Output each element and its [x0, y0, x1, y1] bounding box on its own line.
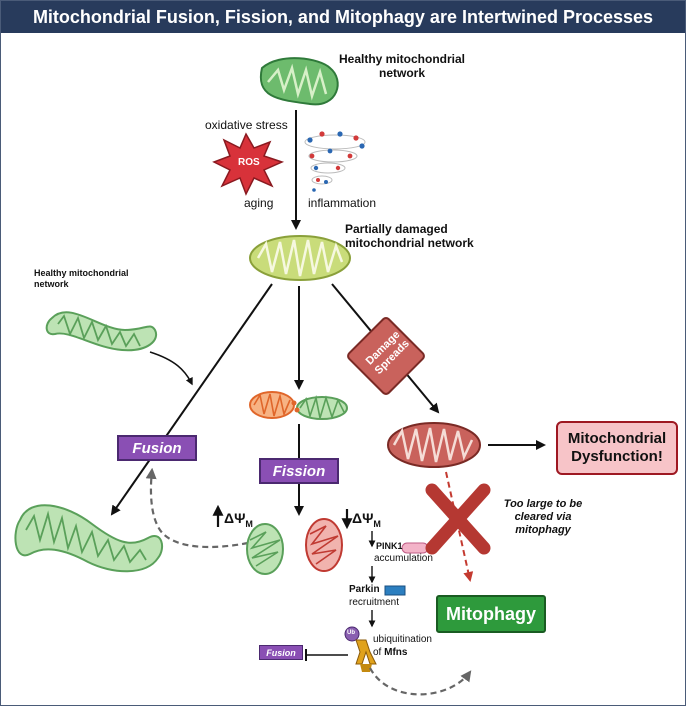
inflammation-tornado-icon — [304, 131, 366, 192]
fusion-box: Fusion — [117, 435, 197, 461]
damaged-mitochondrion — [387, 422, 481, 468]
blocked-x-icon — [425, 483, 491, 555]
dashed-arrow-healthy-to-fusion — [145, 467, 249, 549]
label-delta-psi-low: ΔΨM — [352, 510, 381, 529]
label-parkin: Parkin — [349, 584, 380, 595]
label-too-large: Too large to be cleared via mitophagy — [503, 498, 583, 536]
label-healthy-network-top: Healthy mitochondrial network — [338, 52, 466, 80]
label-recruitment: recruitment — [349, 597, 400, 608]
label-ub: Ub — [347, 630, 355, 636]
label-pink1: PINK1 — [376, 541, 403, 551]
label-delta-psi-high: ΔΨM — [224, 510, 253, 529]
healthy-mitochondrion-left — [45, 311, 158, 352]
label-partially-damaged: Partially damaged mitochondrial network — [345, 222, 474, 250]
partially-damaged-mitochondrion — [249, 235, 351, 281]
mitochondrial-dysfunction-box: Mitochondrial Dysfunction! — [556, 421, 678, 475]
fission-mitochondria-pair — [249, 391, 348, 420]
parkin-protein-icon — [384, 585, 406, 596]
fission-box: Fission — [259, 458, 339, 484]
label-ros: ROS — [238, 157, 260, 168]
ros-starburst — [212, 132, 285, 196]
arrow-healthy-to-fusion — [149, 351, 193, 386]
damage-spreads-box — [347, 317, 425, 395]
label-inflammation: inflammation — [308, 196, 377, 210]
label-accumulation: accumulation — [374, 553, 433, 564]
label-ubiquitination: ubiquitination — [373, 634, 432, 645]
fusion-small-box: Fusion — [259, 645, 303, 660]
healthy-daughter-mitochondrion — [246, 523, 284, 575]
arrow-to-fusion-left — [110, 283, 273, 516]
label-oxidative-stress: oxidative stress — [205, 118, 288, 132]
figure-title: Mitochondrial Fusion, Fission, and Mitop… — [1, 1, 685, 33]
fused-mitochondrion-large — [14, 504, 164, 573]
label-healthy-network-left: Healthy mitochondrial network — [34, 268, 129, 289]
damaged-daughter-mitochondrion — [305, 518, 343, 572]
label-aging: aging — [244, 196, 274, 210]
mitophagy-box: Mitophagy — [436, 595, 546, 633]
healthy-mitochondrion-top — [259, 57, 339, 106]
dashed-arrow-to-mitophagy — [369, 667, 472, 696]
ubiquitinated-mfn-icon — [344, 626, 377, 672]
pink1-protein-icon — [401, 542, 429, 554]
label-ubiquitination-of: of Mfns — [373, 647, 408, 658]
